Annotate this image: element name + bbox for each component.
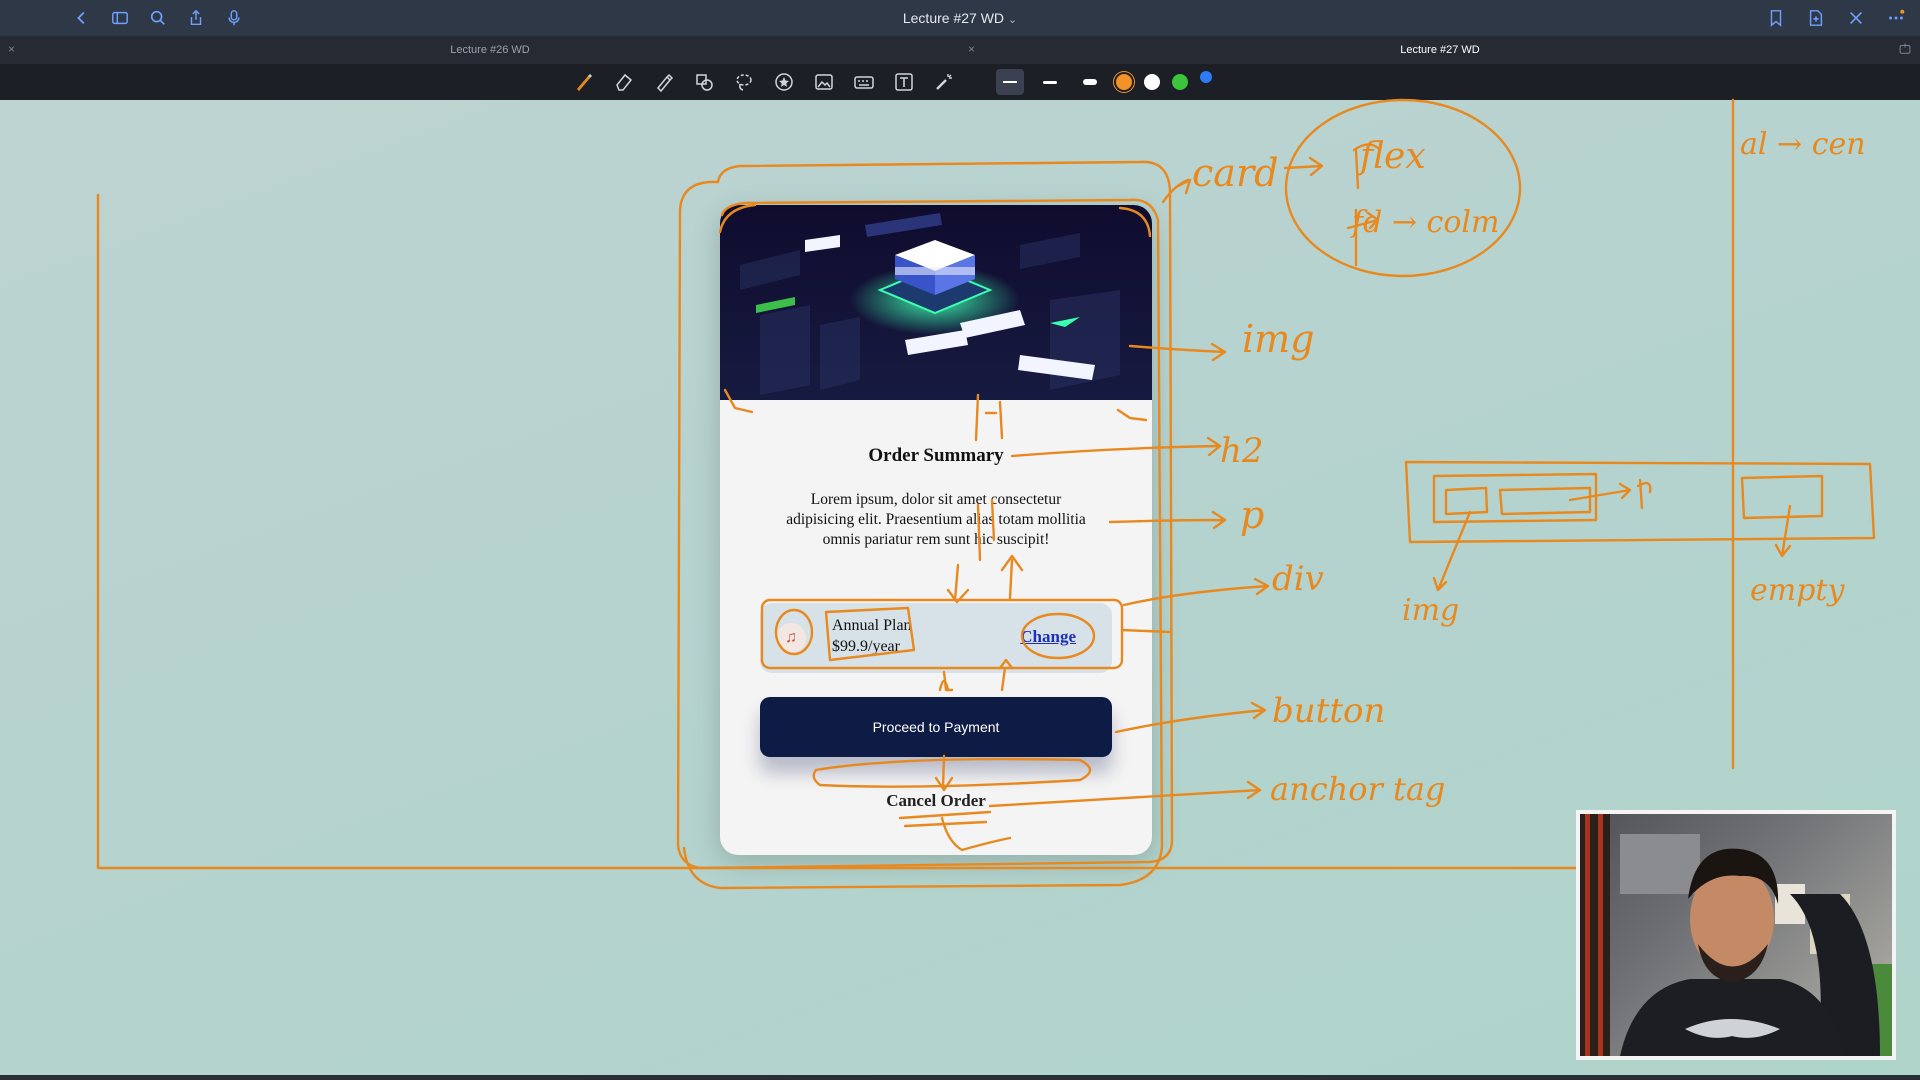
titlebar-right-controls [1766,8,1906,28]
color-white-swatch[interactable] [1144,74,1160,90]
bottom-edge [0,1075,1920,1080]
tab-close-icon[interactable]: × [968,42,976,56]
shapes-icon[interactable] [690,68,718,96]
tab-label: Lecture #27 WD [1400,44,1480,56]
bookmark-icon[interactable] [1766,8,1786,28]
search-icon[interactable] [148,8,168,28]
color-green-swatch[interactable] [1172,74,1188,90]
keyboard-icon[interactable] [850,68,878,96]
cancel-order-link[interactable]: Cancel Order [886,791,986,810]
export-icon[interactable] [1806,8,1826,28]
line-width-medium[interactable] [1036,69,1064,95]
sticker-icon[interactable] [770,68,798,96]
title-chevron-icon[interactable]: ⌄ [1007,14,1018,26]
card-hero-image [720,205,1152,400]
card-description: Lorem ipsum, dolor sit amet consectetur … [786,491,1086,548]
laser-pointer-icon[interactable] [930,68,958,96]
tab-lecture-27[interactable]: Lecture #27 WD [980,36,1900,64]
plan-row: ♫ Annual Plan $99.9/year Change [760,603,1112,673]
webcam-person [1580,814,1892,1056]
color-orange-swatch[interactable] [1116,74,1132,90]
tab-lecture-26[interactable]: Lecture #26 WD [20,36,960,64]
hero-illustration [740,213,1120,395]
instructor-webcam [1576,810,1896,1060]
microphone-icon[interactable] [224,8,244,28]
color-blue-swatch[interactable] [1200,71,1212,83]
new-tab-icon[interactable] [1896,40,1914,58]
text-box-icon[interactable] [890,68,918,96]
change-plan-link[interactable]: Change [1020,627,1076,646]
drawing-toolbar [0,64,1920,100]
titlebar-left-controls [72,8,244,28]
card-title: Order Summary [868,445,1004,466]
plan-name: Annual Plan [832,617,912,634]
image-icon[interactable] [810,68,838,96]
plan-price: $99.9/year [832,638,900,655]
lasso-icon[interactable] [730,68,758,96]
line-width-thin[interactable] [996,69,1024,95]
highlighter-icon[interactable] [650,68,678,96]
back-icon[interactable] [72,8,92,28]
music-note-icon: ♫ [776,623,806,653]
tab-label: Lecture #26 WD [450,44,530,56]
pen-icon[interactable] [570,68,598,96]
proceed-to-payment-button[interactable]: Proceed to Payment [760,697,1112,757]
more-icon[interactable] [1886,8,1906,28]
document-title[interactable]: Lecture #27 WD ⌄ [0,10,1920,26]
document-title-text[interactable]: Lecture #27 WD [902,10,1005,26]
line-width-thick[interactable] [1076,69,1104,95]
tab-close-icon[interactable]: × [8,42,16,56]
close-icon[interactable] [1846,8,1866,28]
order-summary-card: Order Summary Lorem ipsum, dolor sit ame… [720,205,1152,855]
tab-bar: × Lecture #26 WD × Lecture #27 WD [0,36,1920,64]
app-titlebar: Lecture #27 WD ⌄ [0,0,1920,36]
eraser-icon[interactable] [610,68,638,96]
sidebar-toggle-icon[interactable] [110,8,130,28]
share-icon[interactable] [186,8,206,28]
